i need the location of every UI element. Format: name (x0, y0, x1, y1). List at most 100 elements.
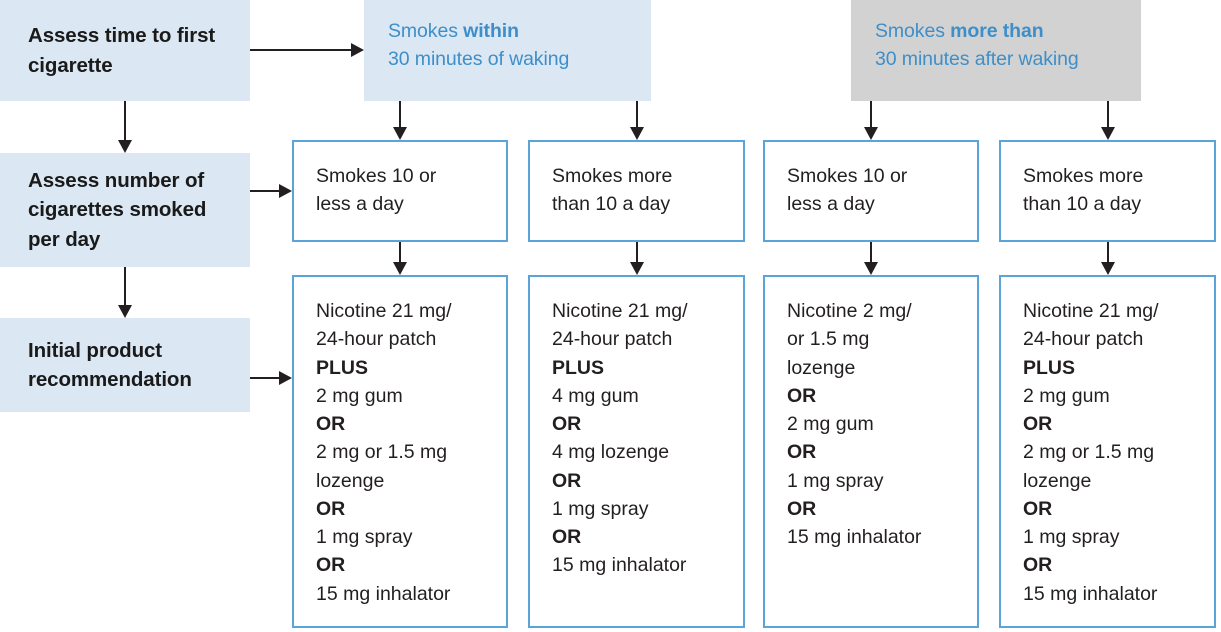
product-line: 2 mg or 1.5 mg (316, 441, 448, 464)
product-connector-word: OR (316, 554, 346, 577)
connector-arrowhead-banner-morethan-to-col3 (864, 127, 878, 140)
connector-line-stage1-to-banner-within (250, 49, 351, 51)
frequency-line: Smokes 10 or (316, 165, 437, 187)
connector-line-stage2-to-stage3 (124, 267, 126, 305)
product-connector-word: OR (787, 441, 817, 464)
frequency-line: Smokes more (552, 165, 673, 187)
product-connector-word: OR (787, 497, 817, 520)
product-line: Nicotine 21 mg/ (1023, 300, 1159, 322)
product-line: 4 mg lozenge (552, 441, 670, 464)
connector-arrowhead-col3-freq-to-product (864, 262, 878, 275)
product-line: 1 mg spray (787, 469, 884, 492)
product-connector-word: OR (787, 384, 817, 407)
product-line: 15 mg inhalator (1023, 582, 1158, 605)
connector-line-stage2-to-col1 (250, 190, 279, 192)
product-connector-word: OR (552, 413, 582, 436)
stage-box-assess-number: Assess number of cigarettes smoked per d… (0, 153, 250, 267)
connector-line-stage3-to-col1 (250, 377, 279, 379)
stage-label-assess-time: Assess time to first cigarette (28, 24, 216, 77)
product-line: Nicotine 2 mg/ (787, 300, 912, 322)
connector-line-stage1-to-stage2 (124, 101, 126, 140)
frequency-card-col-1: Smokes 10 or less a day (292, 140, 508, 242)
banner-secondline-morethan: 30 minutes after waking (875, 47, 1079, 70)
banner-text-smokes-more-than-30: Smokes more than 30 minutes after waking (875, 18, 1079, 74)
connector-line-col3-freq-to-product (870, 242, 872, 262)
product-connector-word: OR (552, 526, 582, 549)
product-line: Nicotine 21 mg/ (316, 300, 452, 322)
connector-arrowhead-banner-morethan-to-col4 (1101, 127, 1115, 140)
product-line: or 1.5 mg (787, 328, 870, 351)
product-connector-word: OR (316, 497, 346, 520)
frequency-line: Smokes 10 or (787, 165, 908, 187)
product-connector-word: OR (316, 413, 346, 436)
connector-line-col2-freq-to-product (636, 242, 638, 262)
frequency-line: less a day (787, 193, 875, 216)
product-line: 1 mg spray (1023, 526, 1120, 549)
connector-arrowhead-stage2-to-stage3 (118, 305, 132, 318)
banner-secondline-within: 30 minutes of waking (388, 47, 570, 70)
product-line: 4 mg gum (552, 384, 639, 407)
product-line: Nicotine 21 mg/ (552, 300, 688, 322)
banner-emphasis-within: within (463, 20, 519, 42)
frequency-line: less a day (316, 193, 404, 216)
product-connector-word: PLUS (316, 356, 369, 379)
connector-arrowhead-col2-freq-to-product (630, 262, 644, 275)
banner-text-smokes-within-30: Smokes within 30 minutes of waking (388, 18, 569, 74)
product-line: 15 mg inhalator (316, 582, 451, 605)
connector-arrowhead-stage2-to-col1 (279, 184, 292, 198)
stage-label-assess-number: Assess number of cigarettes smoked per d… (28, 169, 207, 251)
frequency-card-col-2: Smokes more than 10 a day (528, 140, 745, 242)
connector-arrowhead-banner-within-to-col1 (393, 127, 407, 140)
product-line: 24-hour patch (552, 328, 673, 351)
product-connector-word: PLUS (1023, 356, 1076, 379)
banner-lead-within: Smokes (388, 20, 464, 42)
product-line: 2 mg gum (1023, 384, 1110, 407)
connector-arrowhead-col4-freq-to-product (1101, 262, 1115, 275)
product-connector-word: PLUS (552, 356, 605, 379)
product-line: 24-hour patch (316, 328, 437, 351)
connector-arrowhead-stage3-to-col1 (279, 371, 292, 385)
stage-box-assess-time: Assess time to first cigarette (0, 0, 250, 101)
product-connector-word: OR (1023, 554, 1053, 577)
frequency-line: Smokes more (1023, 165, 1144, 187)
frequency-card-col-4: Smokes more than 10 a day (999, 140, 1216, 242)
product-line: lozenge (316, 469, 385, 492)
connector-line-banner-within-to-col1 (399, 101, 401, 127)
banner-smokes-more-than-30: Smokes more than 30 minutes after waking (851, 0, 1141, 101)
product-line: 1 mg spray (552, 497, 649, 520)
connector-arrowhead-banner-within-to-col2 (630, 127, 644, 140)
stage-box-initial-product: Initial product recommendation (0, 318, 250, 412)
connector-line-col1-freq-to-product (399, 242, 401, 262)
product-line: lozenge (787, 356, 856, 379)
frequency-card-col-3: Smokes 10 or less a day (763, 140, 979, 242)
connector-line-col4-freq-to-product (1107, 242, 1109, 262)
frequency-line: than 10 a day (552, 193, 671, 216)
product-line: 1 mg spray (316, 526, 413, 549)
product-connector-word: OR (1023, 413, 1053, 436)
product-line: 15 mg inhalator (787, 526, 922, 549)
connector-line-banner-morethan-to-col3 (870, 101, 872, 127)
connector-line-banner-within-to-col2 (636, 101, 638, 127)
connector-arrowhead-col1-freq-to-product (393, 262, 407, 275)
banner-smokes-within-30: Smokes within 30 minutes of waking (364, 0, 651, 101)
product-line: lozenge (1023, 469, 1092, 492)
product-connector-word: OR (1023, 497, 1053, 520)
product-line: 2 mg gum (787, 413, 874, 436)
product-line: 2 mg gum (316, 384, 403, 407)
banner-lead-morethan: Smokes (875, 20, 951, 42)
connector-arrowhead-stage1-to-banner-within (351, 43, 364, 57)
stage-label-initial-product: Initial product recommendation (28, 338, 192, 391)
connector-arrowhead-stage1-to-stage2 (118, 140, 132, 153)
product-line: 15 mg inhalator (552, 554, 687, 577)
connector-line-banner-morethan-to-col4 (1107, 101, 1109, 127)
frequency-line: than 10 a day (1023, 193, 1142, 216)
